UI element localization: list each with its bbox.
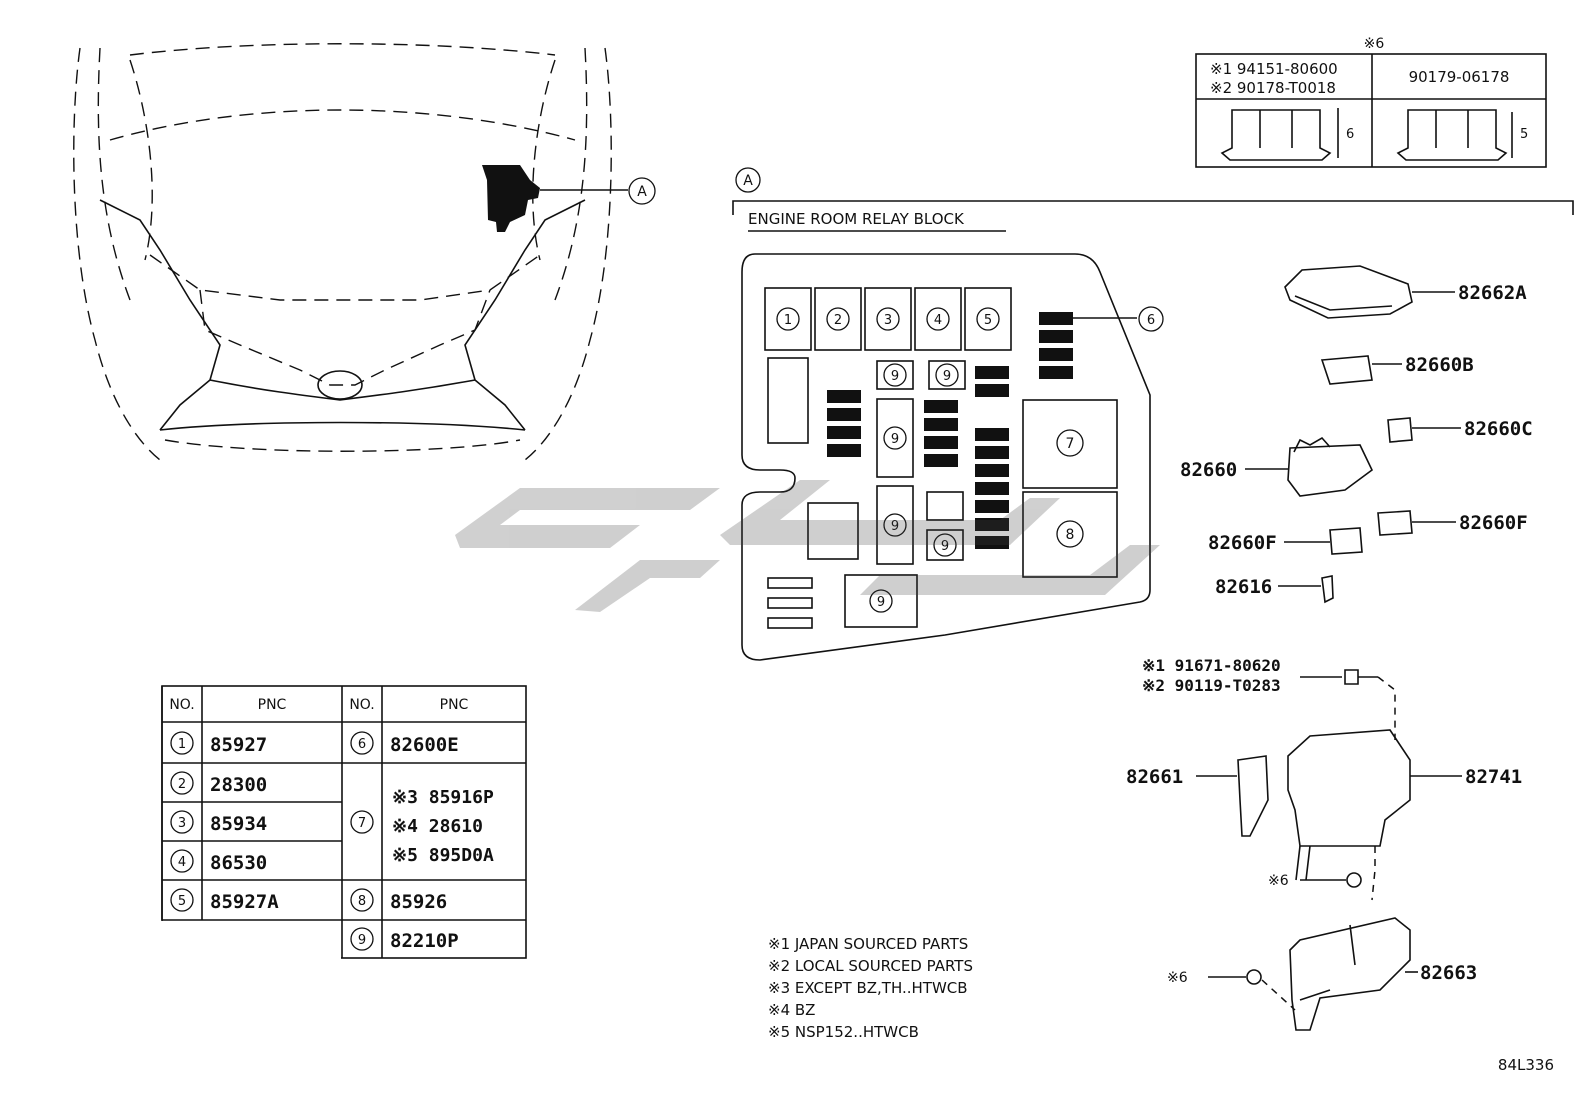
pnc-right-column: 6 82600E 7 ※3 85916P ※4 28610 ※5 895D0A … xyxy=(350,731,494,952)
relay-9-label-e: 9 xyxy=(941,539,949,554)
pnc-value-6: 82600E xyxy=(390,734,459,756)
pnc-no-3: 3 xyxy=(178,816,186,831)
relay-8-label: 8 xyxy=(1066,527,1075,543)
pnc-value-5: 85927A xyxy=(210,891,279,913)
fuse-number-5: 5 xyxy=(984,313,992,328)
footnotes: ※1 JAPAN SOURCED PARTS ※2 LOCAL SOURCED … xyxy=(768,935,973,1041)
pnc-value-1: 85927 xyxy=(210,734,267,756)
pnc-header-pnc-1: PNC xyxy=(258,697,287,713)
diagram-code: 84L336 xyxy=(1498,1056,1554,1074)
nut-callout-a: ※6 xyxy=(1268,873,1289,889)
part-82660F-left: 82660F xyxy=(1208,532,1277,554)
note-3: ※3 EXCEPT BZ,TH..HTWCB xyxy=(768,979,968,997)
pnc-table: NO. PNC NO. PNC 1 2 3 4 5 85927 28300 85… xyxy=(160,685,527,961)
pnc-no-1: 1 xyxy=(178,737,186,752)
pnc-no-7: 7 xyxy=(358,816,366,831)
top-fuse-row: 1 2 3 4 5 xyxy=(764,287,1012,351)
relay-9-label-f: 9 xyxy=(877,595,885,610)
relay-9-group: 9 9 9 9 9 9 xyxy=(844,360,966,628)
note-5: ※5 NSP152..HTWCB xyxy=(768,1023,919,1041)
nut-dim-1: 6 xyxy=(1346,127,1354,142)
part-82616: 82616 xyxy=(1215,576,1272,598)
exploded-parts: 82662A 82660B 82660C 82660 82660F 82660F… xyxy=(1126,265,1533,1031)
pnc-value-7b: ※4 28610 xyxy=(392,816,483,837)
watermark-logo xyxy=(455,480,1160,612)
bolt-part-1: ※1 91671-80620 xyxy=(1142,656,1281,675)
fuse-number-6: 6 xyxy=(1147,313,1155,328)
nut-part-3: 90179-06178 xyxy=(1409,68,1510,86)
pnc-left-column: 1 2 3 4 5 85927 28300 85934 86530 85927A xyxy=(170,731,279,913)
nut-reference-table: ※6 ※1 94151-80600 ※2 90178-T0018 90179-0… xyxy=(1195,36,1547,168)
part-82660B: 82660B xyxy=(1405,354,1474,376)
pnc-no-2: 2 xyxy=(178,777,186,792)
nut-callout-b: ※6 xyxy=(1167,970,1188,986)
mini-fuses xyxy=(827,312,1073,549)
part-82662A: 82662A xyxy=(1458,282,1527,304)
relay-block-title: ENGINE ROOM RELAY BLOCK xyxy=(748,210,965,228)
part-82663: 82663 xyxy=(1420,962,1477,984)
pnc-no-6: 6 xyxy=(358,737,366,752)
pnc-header-no-2: NO. xyxy=(349,697,374,713)
nut-part-1: ※1 94151-80600 xyxy=(1210,60,1338,78)
nut-part-2: ※2 90178-T0018 xyxy=(1210,79,1336,97)
section-marker: A xyxy=(743,173,753,189)
pnc-value-4: 86530 xyxy=(210,852,267,874)
relay-9-label-a: 9 xyxy=(891,369,899,384)
pnc-value-3: 85934 xyxy=(210,813,267,835)
pnc-no-9: 9 xyxy=(358,933,366,948)
part-82660: 82660 xyxy=(1180,459,1237,481)
pnc-value-7c: ※5 895D0A xyxy=(392,845,494,866)
fuse-number-3: 3 xyxy=(884,313,892,328)
pnc-value-8: 85926 xyxy=(390,891,447,913)
pnc-no-4: 4 xyxy=(178,855,186,870)
relay-9-label-b: 9 xyxy=(943,369,951,384)
pnc-value-9: 82210P xyxy=(390,930,459,952)
nut-dim-2: 5 xyxy=(1520,127,1528,142)
pnc-no-8: 8 xyxy=(358,894,366,909)
relay-9-label-c: 9 xyxy=(891,432,899,447)
bolt-part-2: ※2 90119-T0283 xyxy=(1142,676,1281,695)
part-82661: 82661 xyxy=(1126,766,1183,788)
relay-7-label: 7 xyxy=(1066,436,1075,452)
vehicle-callout-label: A xyxy=(637,184,647,200)
note-1: ※1 JAPAN SOURCED PARTS xyxy=(768,935,968,953)
nut-table-note: ※6 xyxy=(1364,36,1385,52)
pnc-value-2: 28300 xyxy=(210,774,267,796)
section-a-header: A ENGINE ROOM RELAY BLOCK xyxy=(732,167,1574,232)
fuse-number-4: 4 xyxy=(934,313,942,328)
pnc-no-5: 5 xyxy=(178,894,186,909)
part-82741: 82741 xyxy=(1465,766,1522,788)
fuse-number-2: 2 xyxy=(834,313,842,328)
note-2: ※2 LOCAL SOURCED PARTS xyxy=(768,957,973,975)
fuse-number-1: 1 xyxy=(784,313,792,328)
relay-9-label-d: 9 xyxy=(891,519,899,534)
pnc-value-7a: ※3 85916P xyxy=(392,787,494,808)
relay-block-layout: 1 2 3 4 5 xyxy=(741,253,1164,661)
pnc-header-pnc-2: PNC xyxy=(440,697,469,713)
note-4: ※4 BZ xyxy=(768,1001,815,1019)
vehicle-outline: A xyxy=(73,43,656,461)
pnc-header-no-1: NO. xyxy=(169,697,194,713)
part-82660F-right: 82660F xyxy=(1459,512,1528,534)
part-82660C: 82660C xyxy=(1464,418,1533,440)
